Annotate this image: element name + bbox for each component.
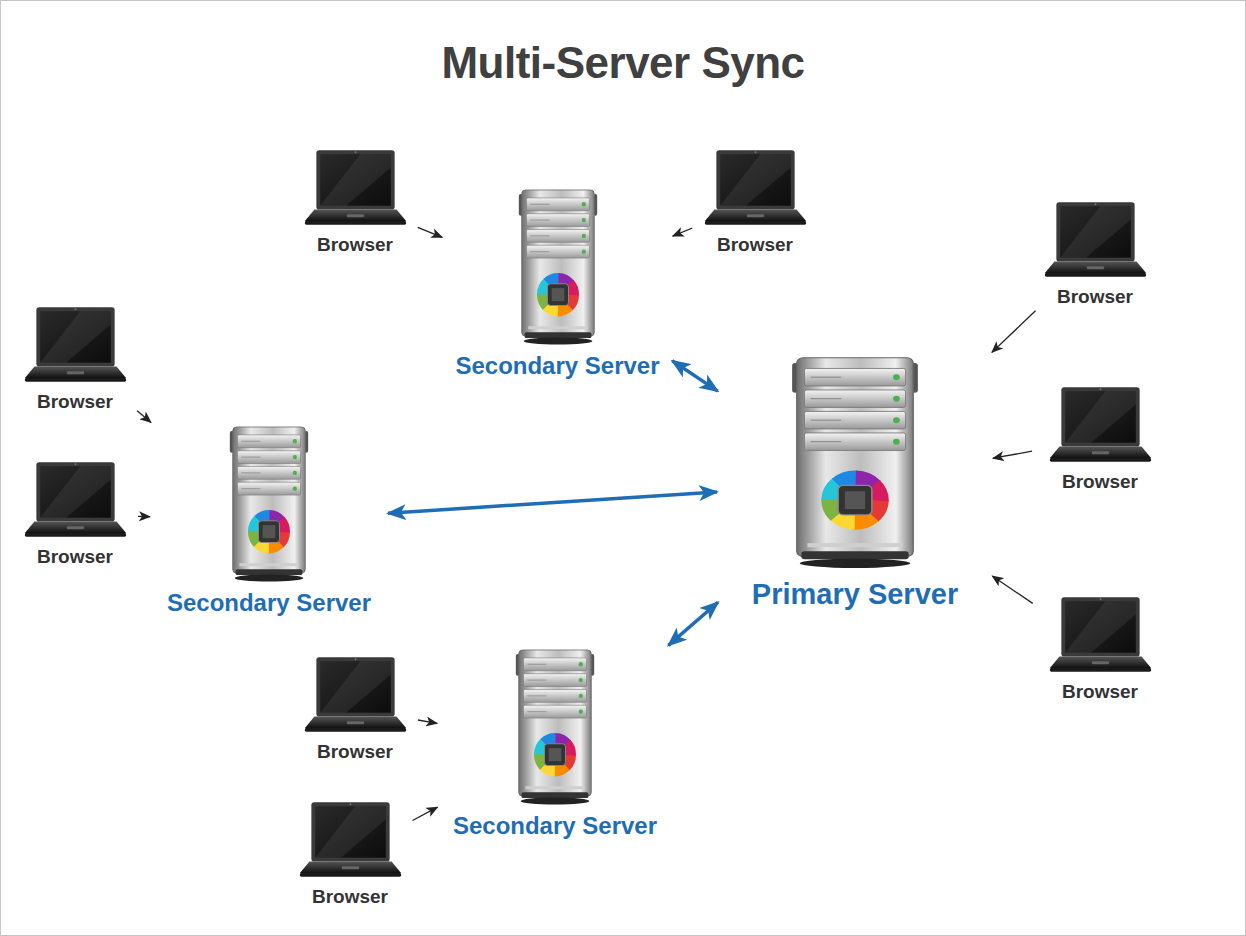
browser-label: Browser — [696, 234, 814, 256]
browser-label: Browser — [1031, 286, 1159, 308]
browser-label: Browser — [291, 886, 409, 908]
sync-arrow — [388, 492, 717, 513]
laptop-icon — [1043, 200, 1148, 282]
laptop-icon — [1048, 595, 1153, 677]
connection-arrow — [418, 227, 443, 237]
server-node: Secondary Server — [446, 188, 669, 380]
server-label: Secondary Server — [446, 352, 669, 380]
browser-node: Browser — [696, 148, 814, 256]
laptop-icon — [298, 800, 403, 882]
browser-node: Browser — [1031, 200, 1159, 308]
browser-node: Browser — [16, 460, 134, 568]
laptop-icon — [23, 305, 128, 387]
browser-node: Browser — [296, 148, 414, 256]
server-icon — [512, 648, 598, 806]
server-node: Secondary Server — [441, 648, 669, 840]
connection-arrow — [418, 720, 437, 723]
sync-arrow — [668, 602, 718, 645]
laptop-icon — [1048, 385, 1153, 467]
server-label: Secondary Server — [441, 812, 669, 840]
laptop-icon — [23, 460, 128, 542]
server-icon — [786, 355, 924, 570]
connection-arrow — [992, 311, 1036, 353]
sync-arrow — [672, 361, 717, 391]
server-node: Secondary Server — [154, 425, 384, 617]
browser-label: Browser — [1036, 471, 1164, 493]
browser-node: Browser — [16, 305, 134, 413]
connection-arrow — [138, 516, 150, 518]
connection-arrow — [673, 228, 693, 236]
browser-label: Browser — [16, 391, 134, 413]
browser-label: Browser — [296, 741, 414, 763]
browser-label: Browser — [296, 234, 414, 256]
laptop-icon — [703, 148, 808, 230]
server-icon — [515, 188, 601, 346]
browser-node: Browser — [291, 800, 409, 908]
browser-label: Browser — [16, 546, 134, 568]
server-node: Primary Server — [721, 355, 989, 611]
connection-arrow — [993, 451, 1032, 458]
server-icon — [226, 425, 312, 583]
browser-node: Browser — [1036, 595, 1164, 703]
connection-arrow — [137, 411, 151, 423]
browser-label: Browser — [1036, 681, 1164, 703]
diagram-title: Multi-Server Sync — [0, 38, 1246, 88]
connection-arrow — [413, 807, 438, 820]
server-label: Secondary Server — [154, 589, 384, 617]
laptop-icon — [303, 148, 408, 230]
server-label: Primary Server — [721, 578, 989, 611]
browser-node: Browser — [296, 655, 414, 763]
laptop-icon — [303, 655, 408, 737]
connection-arrow — [992, 576, 1032, 603]
browser-node: Browser — [1036, 385, 1164, 493]
